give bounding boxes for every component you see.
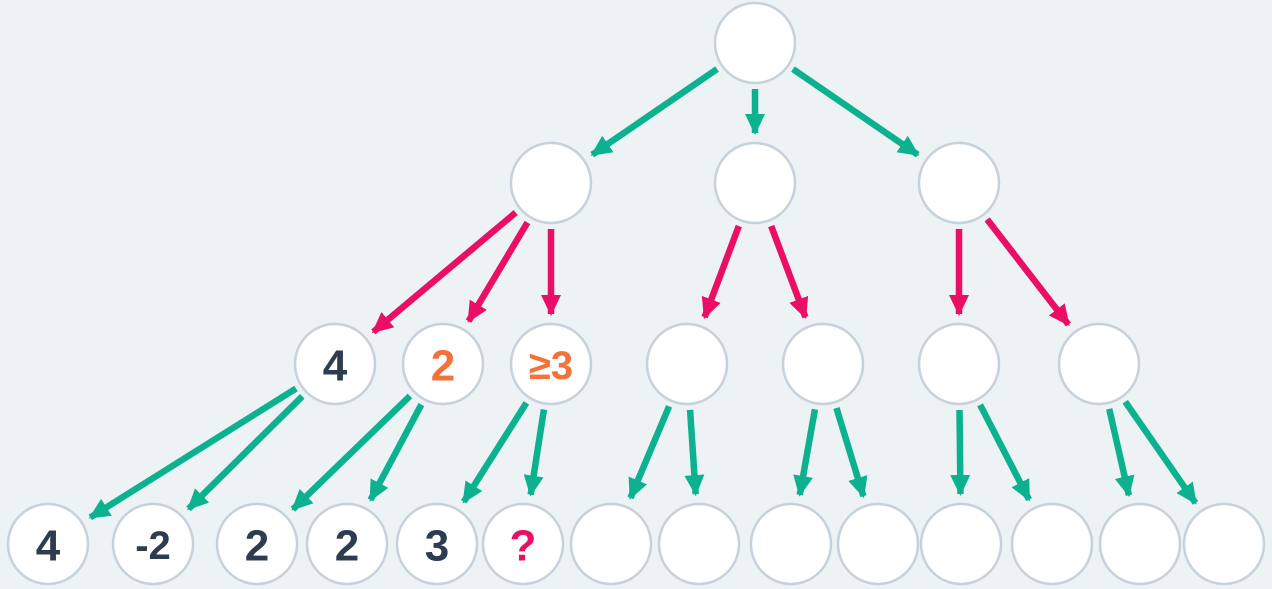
tree-node-circle-c6: [917, 322, 1001, 406]
tree-node-c5: [781, 322, 865, 406]
tree-edge-c6-d11: [950, 409, 971, 497]
tree-node-c3: ≥3: [509, 322, 593, 406]
tree-node-value-c2: 2: [431, 342, 455, 391]
tree-node-d9: [749, 502, 833, 586]
tree-node-c4: [645, 322, 729, 406]
tree-node-circle-d6: [481, 502, 565, 586]
tree-node-d1: 4: [6, 502, 90, 586]
tree-nodes: 4 2 ≥3 4 -2 2 2 3?: [6, 1, 1266, 586]
tree-node-b1: [509, 141, 593, 225]
tree-node-value-d6: ?: [510, 522, 537, 571]
tree-node-circle-c4: [645, 322, 729, 406]
tree-node-circle-c7: [1057, 322, 1141, 406]
tree-node-d8: [657, 502, 741, 586]
tree-node-value-d4: 2: [335, 522, 359, 571]
tree-edge-c2-d4: [367, 403, 425, 502]
tree-node-d11: [919, 502, 1003, 586]
tree-node-d5: 3: [395, 502, 479, 586]
tree-node-value-d2: -2: [135, 524, 171, 568]
tree-edge-c5-d10: [833, 407, 868, 499]
tree-node-value-d5: 3: [425, 522, 449, 571]
tree-edge-b2-c4: [701, 224, 742, 320]
tree-edge-c3-d6: [523, 408, 548, 497]
tree-node-circle-d7: [569, 502, 653, 586]
tree-node-circle-d10: [836, 502, 920, 586]
tree-edge-c6-d12: [977, 403, 1032, 502]
tree-edge-c7-d14: [1122, 399, 1199, 505]
tree-node-circle-b1: [509, 141, 593, 225]
tree-edge-c1-d1: [88, 385, 298, 521]
tree-node-root: [713, 1, 797, 85]
tree-node-circle-d8: [657, 502, 741, 586]
tree-edge-b1-c1: [371, 210, 518, 335]
tree-node-d12: [1010, 502, 1094, 586]
tree-node-d4: 2: [305, 502, 389, 586]
tree-node-c6: [917, 322, 1001, 406]
tree-edge-b2-c5: [768, 224, 809, 320]
tree-node-circle-d2: [111, 502, 195, 586]
tree-node-d6: ?: [481, 502, 565, 586]
tree-node-circle-d3: [215, 502, 299, 586]
tree-node-d14: [1182, 502, 1266, 586]
tree-node-circle-c2: [401, 322, 485, 406]
tree-node-circle-d13: [1098, 502, 1182, 586]
tree-edge-c4-d8: [684, 409, 705, 497]
tree-node-circle-c3: [509, 322, 593, 406]
tree-node-circle-d9: [749, 502, 833, 586]
tree-node-c2: 2: [401, 322, 485, 406]
tree-node-circle-d11: [919, 502, 1003, 586]
tree-node-value-c1: 4: [323, 342, 348, 391]
tree-node-value-d3: 2: [245, 522, 269, 571]
tree-edge-c2-d3: [290, 393, 413, 512]
tree-edge-root-b3: [791, 66, 920, 158]
tree-node-circle-root: [713, 1, 797, 85]
tree-node-circle-d4: [305, 502, 389, 586]
tree-edges: [88, 66, 1199, 521]
tree-node-value-c3: ≥3: [529, 344, 573, 388]
tree-node-circle-b2: [713, 141, 797, 225]
tree-node-circle-d12: [1010, 502, 1094, 586]
tree-edge-c7-d13: [1106, 408, 1135, 498]
tree-edge-c1-d2: [186, 394, 305, 512]
tree-node-b2: [713, 141, 797, 225]
tree-node-b3: [917, 141, 1001, 225]
tree-edge-c5-d9: [793, 408, 819, 497]
tree-node-circle-d5: [395, 502, 479, 586]
tree-edge-b1-c2: [465, 220, 531, 323]
tree-node-c7: [1057, 322, 1141, 406]
tree-node-d2: -2: [111, 502, 195, 586]
tree-node-d13: [1098, 502, 1182, 586]
tree-node-c1: 4: [293, 322, 377, 406]
tree-edge-c3-d5: [461, 401, 530, 504]
tree-node-circle-c1: [293, 322, 377, 406]
tree-node-circle-b3: [917, 141, 1001, 225]
tree-edge-b3-c7: [984, 217, 1071, 327]
tree-node-circle-c5: [781, 322, 865, 406]
tree-node-d7: [569, 502, 653, 586]
tree-node-d10: [836, 502, 920, 586]
tree-edge-c4-d7: [627, 405, 673, 500]
tree-edge-root-b1: [590, 66, 719, 158]
tree-node-d3: 2: [215, 502, 299, 586]
tree-node-value-d1: 4: [36, 522, 61, 571]
tree-node-circle-d14: [1182, 502, 1266, 586]
tree-node-circle-d1: [6, 502, 90, 586]
